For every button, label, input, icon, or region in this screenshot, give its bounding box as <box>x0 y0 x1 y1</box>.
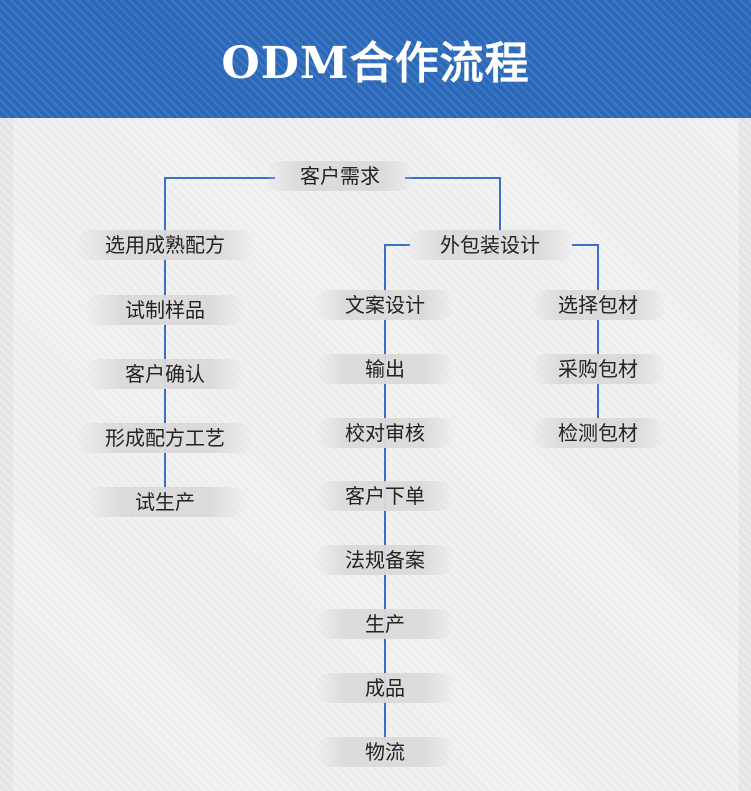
page-title: ODM合作流程 <box>221 38 530 89</box>
node-left-1: 选用成熟配方 <box>75 230 255 260</box>
node-middle-5: 法规备案 <box>315 545 455 575</box>
node-middle-2: 输出 <box>315 354 455 384</box>
node-middle-1: 文案设计 <box>315 290 455 320</box>
node-left-3: 客户确认 <box>85 359 245 389</box>
node-left-5: 试生产 <box>85 487 245 517</box>
node-middle-7: 成品 <box>315 673 455 703</box>
header-banner: ODM合作流程 <box>0 0 751 118</box>
node-right-1: 选择包材 <box>530 290 666 320</box>
node-middle-6: 生产 <box>315 609 455 639</box>
connector-packaging-right <box>572 244 599 295</box>
connector-root-left <box>164 177 275 240</box>
node-middle-4: 客户下单 <box>315 481 455 511</box>
node-left-4: 形成配方工艺 <box>75 423 255 453</box>
connector-root-packaging <box>405 177 501 230</box>
node-packaging: 外包装设计 <box>405 230 575 260</box>
node-middle-3: 校对审核 <box>315 418 455 448</box>
node-right-3: 检测包材 <box>530 418 666 448</box>
node-right-2: 采购包材 <box>530 354 666 384</box>
node-root: 客户需求 <box>265 161 415 191</box>
node-left-2: 试制样品 <box>85 295 245 325</box>
connector-packaging-middle <box>384 244 410 295</box>
node-middle-8: 物流 <box>315 737 455 767</box>
